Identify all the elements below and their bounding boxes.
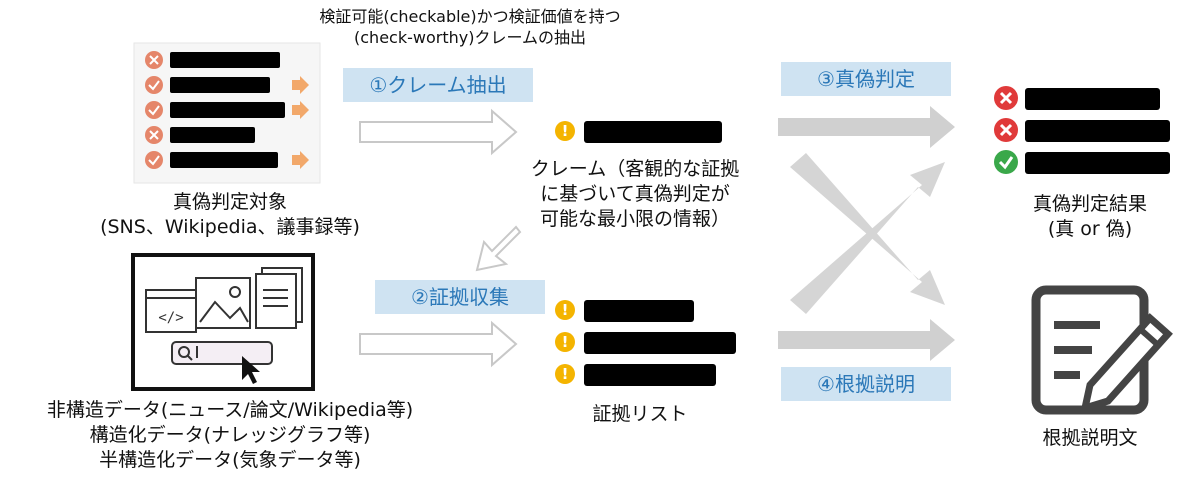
explanation-label: 根拠説明文	[1042, 427, 1138, 449]
source-document-icon	[133, 42, 321, 184]
arrow-claim-to-collect	[475, 225, 522, 272]
claim-description: クレーム（客観的な証拠 に基づいて真偽判定が 可能な最小限の情報）	[500, 157, 770, 232]
evidence-bar	[584, 300, 694, 322]
warning-icon: !	[555, 121, 575, 141]
verdict-marks	[994, 86, 1018, 174]
evidence-sources-label: 非構造データ(ニュース/論文/Wikipedia等) 構造化データ(ナレッジグラ…	[0, 398, 460, 473]
evidence-bar	[584, 364, 716, 386]
source-label-line1: 真偽判定対象	[172, 191, 287, 213]
verdict-bar	[1025, 152, 1170, 174]
claim-line3: 可能な最小限の情報）	[539, 208, 730, 230]
source-label: 真偽判定対象 (SNS、Wikipedia、議事録等)	[60, 190, 400, 240]
step-claim-extraction: ①クレーム抽出	[343, 68, 533, 102]
verdict-bar	[1025, 88, 1160, 110]
step-verdict: ③真偽判定	[781, 62, 951, 96]
warning-icon: !	[555, 332, 575, 352]
claim-bar	[584, 121, 722, 143]
verdict-result-line2: (真 or 偽)	[1047, 218, 1133, 240]
evidence-sources-line3: 半構造化データ(気象データ等)	[99, 449, 361, 471]
top-note-line1: 検証可能(checkable)かつ検証価値を持つ	[319, 7, 621, 26]
verdict-result-label: 真偽判定結果 (真 or 偽)	[990, 192, 1190, 242]
evidence-source-illustration: </>	[131, 253, 315, 391]
claim-line1: クレーム（客観的な証拠	[530, 158, 740, 180]
svg-text:</>: </>	[158, 310, 183, 326]
verdict-bar	[1025, 120, 1170, 142]
evidence-bar	[584, 332, 736, 354]
step-explanation: ④根拠説明	[781, 367, 951, 401]
arrow-collect	[359, 320, 518, 368]
arrow-evidence-to-explanation	[778, 319, 955, 361]
evidence-list-label: 証拠リスト	[592, 403, 688, 425]
top-note-line2: (check-worthy)クレームの抽出	[354, 28, 586, 47]
verdict-result-line1: 真偽判定結果	[1032, 193, 1147, 215]
step-evidence-collection: ②証拠収集	[375, 280, 545, 314]
arrow-diag-up	[790, 162, 945, 314]
claim-line2: に基づいて真偽判定が	[540, 183, 730, 205]
warning-icon: !	[555, 364, 575, 384]
warning-icon: !	[555, 300, 575, 320]
arrow-diag-down	[790, 153, 945, 305]
evidence-sources-line2: 構造化データ(ナレッジグラフ等)	[89, 424, 371, 446]
edit-document-icon	[1031, 285, 1173, 415]
source-label-line2: (SNS、Wikipedia、議事録等)	[100, 216, 360, 238]
arrow-claim-to-verdict	[778, 106, 955, 148]
arrow-extract	[359, 108, 518, 156]
top-note: 検証可能(checkable)かつ検証価値を持つ (check-worthy)ク…	[290, 6, 650, 48]
evidence-sources-line1: 非構造データ(ニュース/論文/Wikipedia等)	[46, 399, 414, 421]
